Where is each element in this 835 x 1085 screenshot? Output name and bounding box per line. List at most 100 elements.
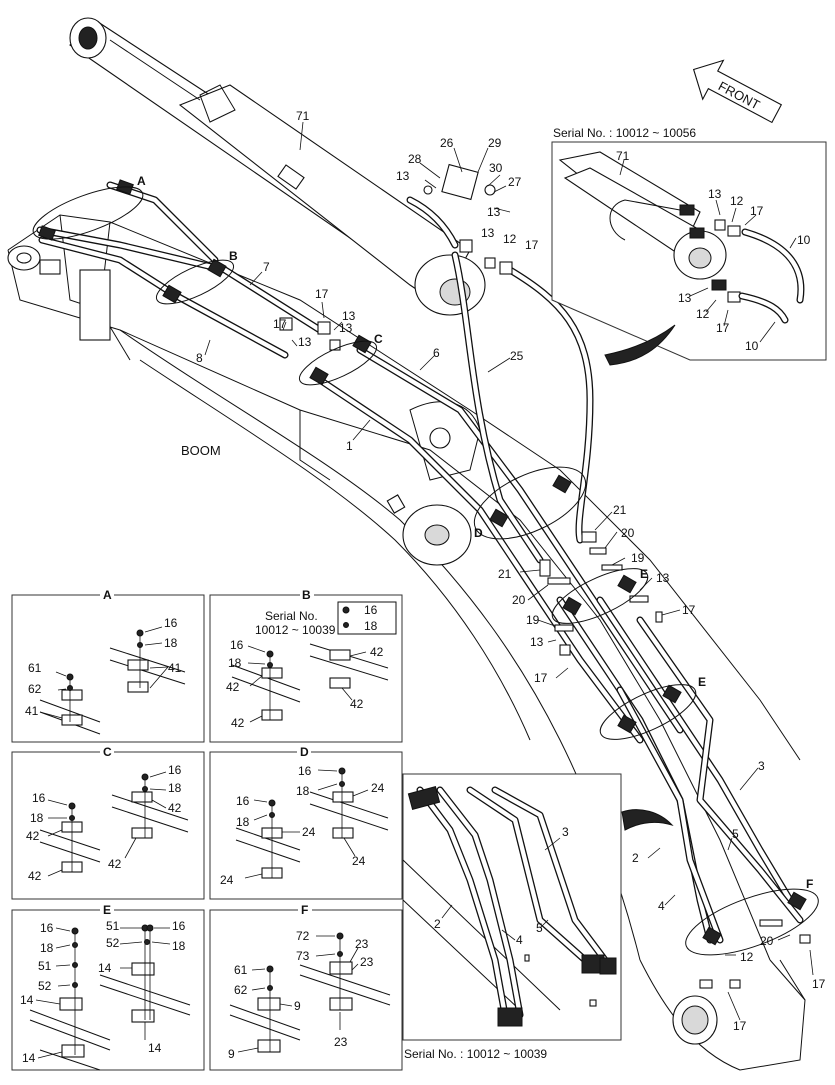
detail-e-label-14c: 14	[148, 1041, 162, 1055]
label-29: 29	[488, 136, 502, 150]
label-8: 8	[196, 351, 203, 365]
clamps-main	[38, 163, 811, 989]
inset-label-12a: 12	[730, 194, 744, 208]
inset-bottom-label-4: 4	[516, 933, 523, 947]
label-20a: 20	[512, 593, 526, 607]
detail-e-label-16a: 16	[40, 921, 54, 935]
inset-top: Serial No. : 10012 ~ 10056 71 13 12 17 1	[551, 126, 827, 366]
detail-f-label-23a: 23	[355, 937, 369, 951]
detail-d-label-18a: 18	[236, 815, 250, 829]
label-19b: 19	[631, 551, 645, 565]
label-13e: 13	[339, 321, 353, 335]
label-17b: 17	[315, 287, 329, 301]
boom-structure	[7, 214, 806, 1071]
hydraulic-lines	[36, 181, 804, 944]
detail-a-label-62: 62	[28, 682, 42, 696]
main-part-labels: 71 26 29 28 30 27 13 13 13 12 17 10 7 17…	[181, 109, 826, 1033]
label-5: 5	[732, 827, 739, 841]
label-13d: 13	[342, 309, 356, 323]
detail-c-title: C	[103, 745, 112, 759]
callout-e2: E	[698, 675, 706, 689]
detail-c-label-42c: 42	[108, 857, 122, 871]
label-13g: 13	[530, 635, 544, 649]
label-20c: 20	[760, 934, 774, 948]
detail-e-label-14b: 14	[20, 993, 34, 1007]
detail-e-label-14d: 14	[22, 1051, 36, 1065]
callout-f: F	[806, 877, 813, 891]
label-13a: 13	[396, 169, 410, 183]
detail-d-label-24a: 24	[302, 825, 316, 839]
detail-a-label-16: 16	[164, 616, 178, 630]
callout-ellipses	[32, 186, 819, 956]
detail-b-serial2: 10012 ~ 10039	[255, 623, 336, 637]
label-71: 71	[296, 109, 310, 123]
label-17d: 17	[534, 671, 548, 685]
detail-a: A 16 18 41 61 62 41	[11, 588, 205, 743]
label-17e: 17	[682, 603, 696, 617]
inset-label-13a: 13	[708, 187, 722, 201]
detail-c-label-18a: 18	[30, 811, 44, 825]
detail-a-label-18: 18	[164, 636, 178, 650]
label-20b: 20	[621, 526, 635, 540]
inset-label-17b: 17	[716, 321, 730, 335]
detail-c: C 16 18 42 16 18 42 42 42	[11, 745, 205, 900]
detail-f: F 61 72 73 23 23 62 9 9 23	[209, 903, 403, 1071]
label-6: 6	[433, 346, 440, 360]
inset-label-71: 71	[616, 149, 630, 163]
label-12b: 12	[740, 950, 754, 964]
detail-e-title: E	[103, 903, 111, 917]
inset-bottom-label-3: 3	[562, 825, 569, 839]
label-13f: 13	[298, 335, 312, 349]
label-28: 28	[408, 152, 422, 166]
detail-b-label-18b: 18	[228, 656, 242, 670]
label-21a: 21	[498, 567, 512, 581]
inset-bottom-label-5: 5	[536, 921, 543, 935]
detail-d: D 16 18 24 16 18 24 24 24	[209, 745, 403, 900]
detail-d-label-16b: 16	[298, 764, 312, 778]
detail-e-label-14a: 14	[98, 961, 112, 975]
detail-e-label-52a: 52	[106, 936, 120, 950]
detail-e-label-18a: 18	[40, 941, 54, 955]
detail-f-label-9b: 9	[228, 1047, 235, 1061]
detail-d-label-24d: 24	[220, 873, 234, 887]
detail-e-label-52b: 52	[38, 979, 52, 993]
label-17g: 17	[733, 1019, 747, 1033]
inset-label-10b: 10	[745, 339, 759, 353]
front-arrow: FRONT	[692, 59, 783, 124]
detail-e-label-51b: 51	[38, 959, 52, 973]
detail-c-label-16a: 16	[32, 791, 46, 805]
detail-b: B Serial No. 10012 ~ 10039 16 18 16 18 4…	[209, 588, 403, 743]
detail-b-label-16a: 16	[364, 603, 378, 617]
label-17f: 17	[812, 977, 826, 991]
boom-label: BOOM	[181, 443, 221, 458]
detail-f-label-62: 62	[234, 983, 248, 997]
detail-d-label-18b: 18	[296, 784, 310, 798]
label-1: 1	[346, 439, 353, 453]
label-25: 25	[510, 349, 524, 363]
label-12a: 12	[503, 232, 517, 246]
detail-b-title: B	[302, 588, 311, 602]
detail-b-label-42c: 42	[370, 645, 384, 659]
detail-f-label-23b: 23	[360, 955, 374, 969]
detail-c-label-16b: 16	[168, 763, 182, 777]
inset-label-13b: 13	[678, 291, 692, 305]
detail-c-label-42a: 42	[26, 829, 40, 843]
detail-f-label-23c: 23	[334, 1035, 348, 1049]
callout-b: B	[229, 249, 238, 263]
detail-a-label-61: 61	[28, 661, 42, 675]
callout-e1: E	[640, 567, 648, 581]
label-7: 7	[263, 260, 270, 274]
detail-d-label-24c: 24	[352, 854, 366, 868]
detail-e-label-16b: 16	[172, 919, 186, 933]
detail-c-label-42d: 42	[28, 869, 42, 883]
detail-b-serial1: Serial No.	[265, 609, 318, 623]
detail-f-label-72: 61	[234, 963, 248, 977]
detail-b-label-42a: 42	[226, 680, 240, 694]
detail-c-label-42b: 42	[168, 801, 182, 815]
inset-top-serial: Serial No. : 10012 ~ 10056	[553, 126, 696, 140]
label-4: 4	[658, 899, 665, 913]
inset-bottom: 3 2 4 5 Serial No. : 10012 ~ 10039	[402, 773, 674, 1061]
label-27: 27	[508, 175, 522, 189]
